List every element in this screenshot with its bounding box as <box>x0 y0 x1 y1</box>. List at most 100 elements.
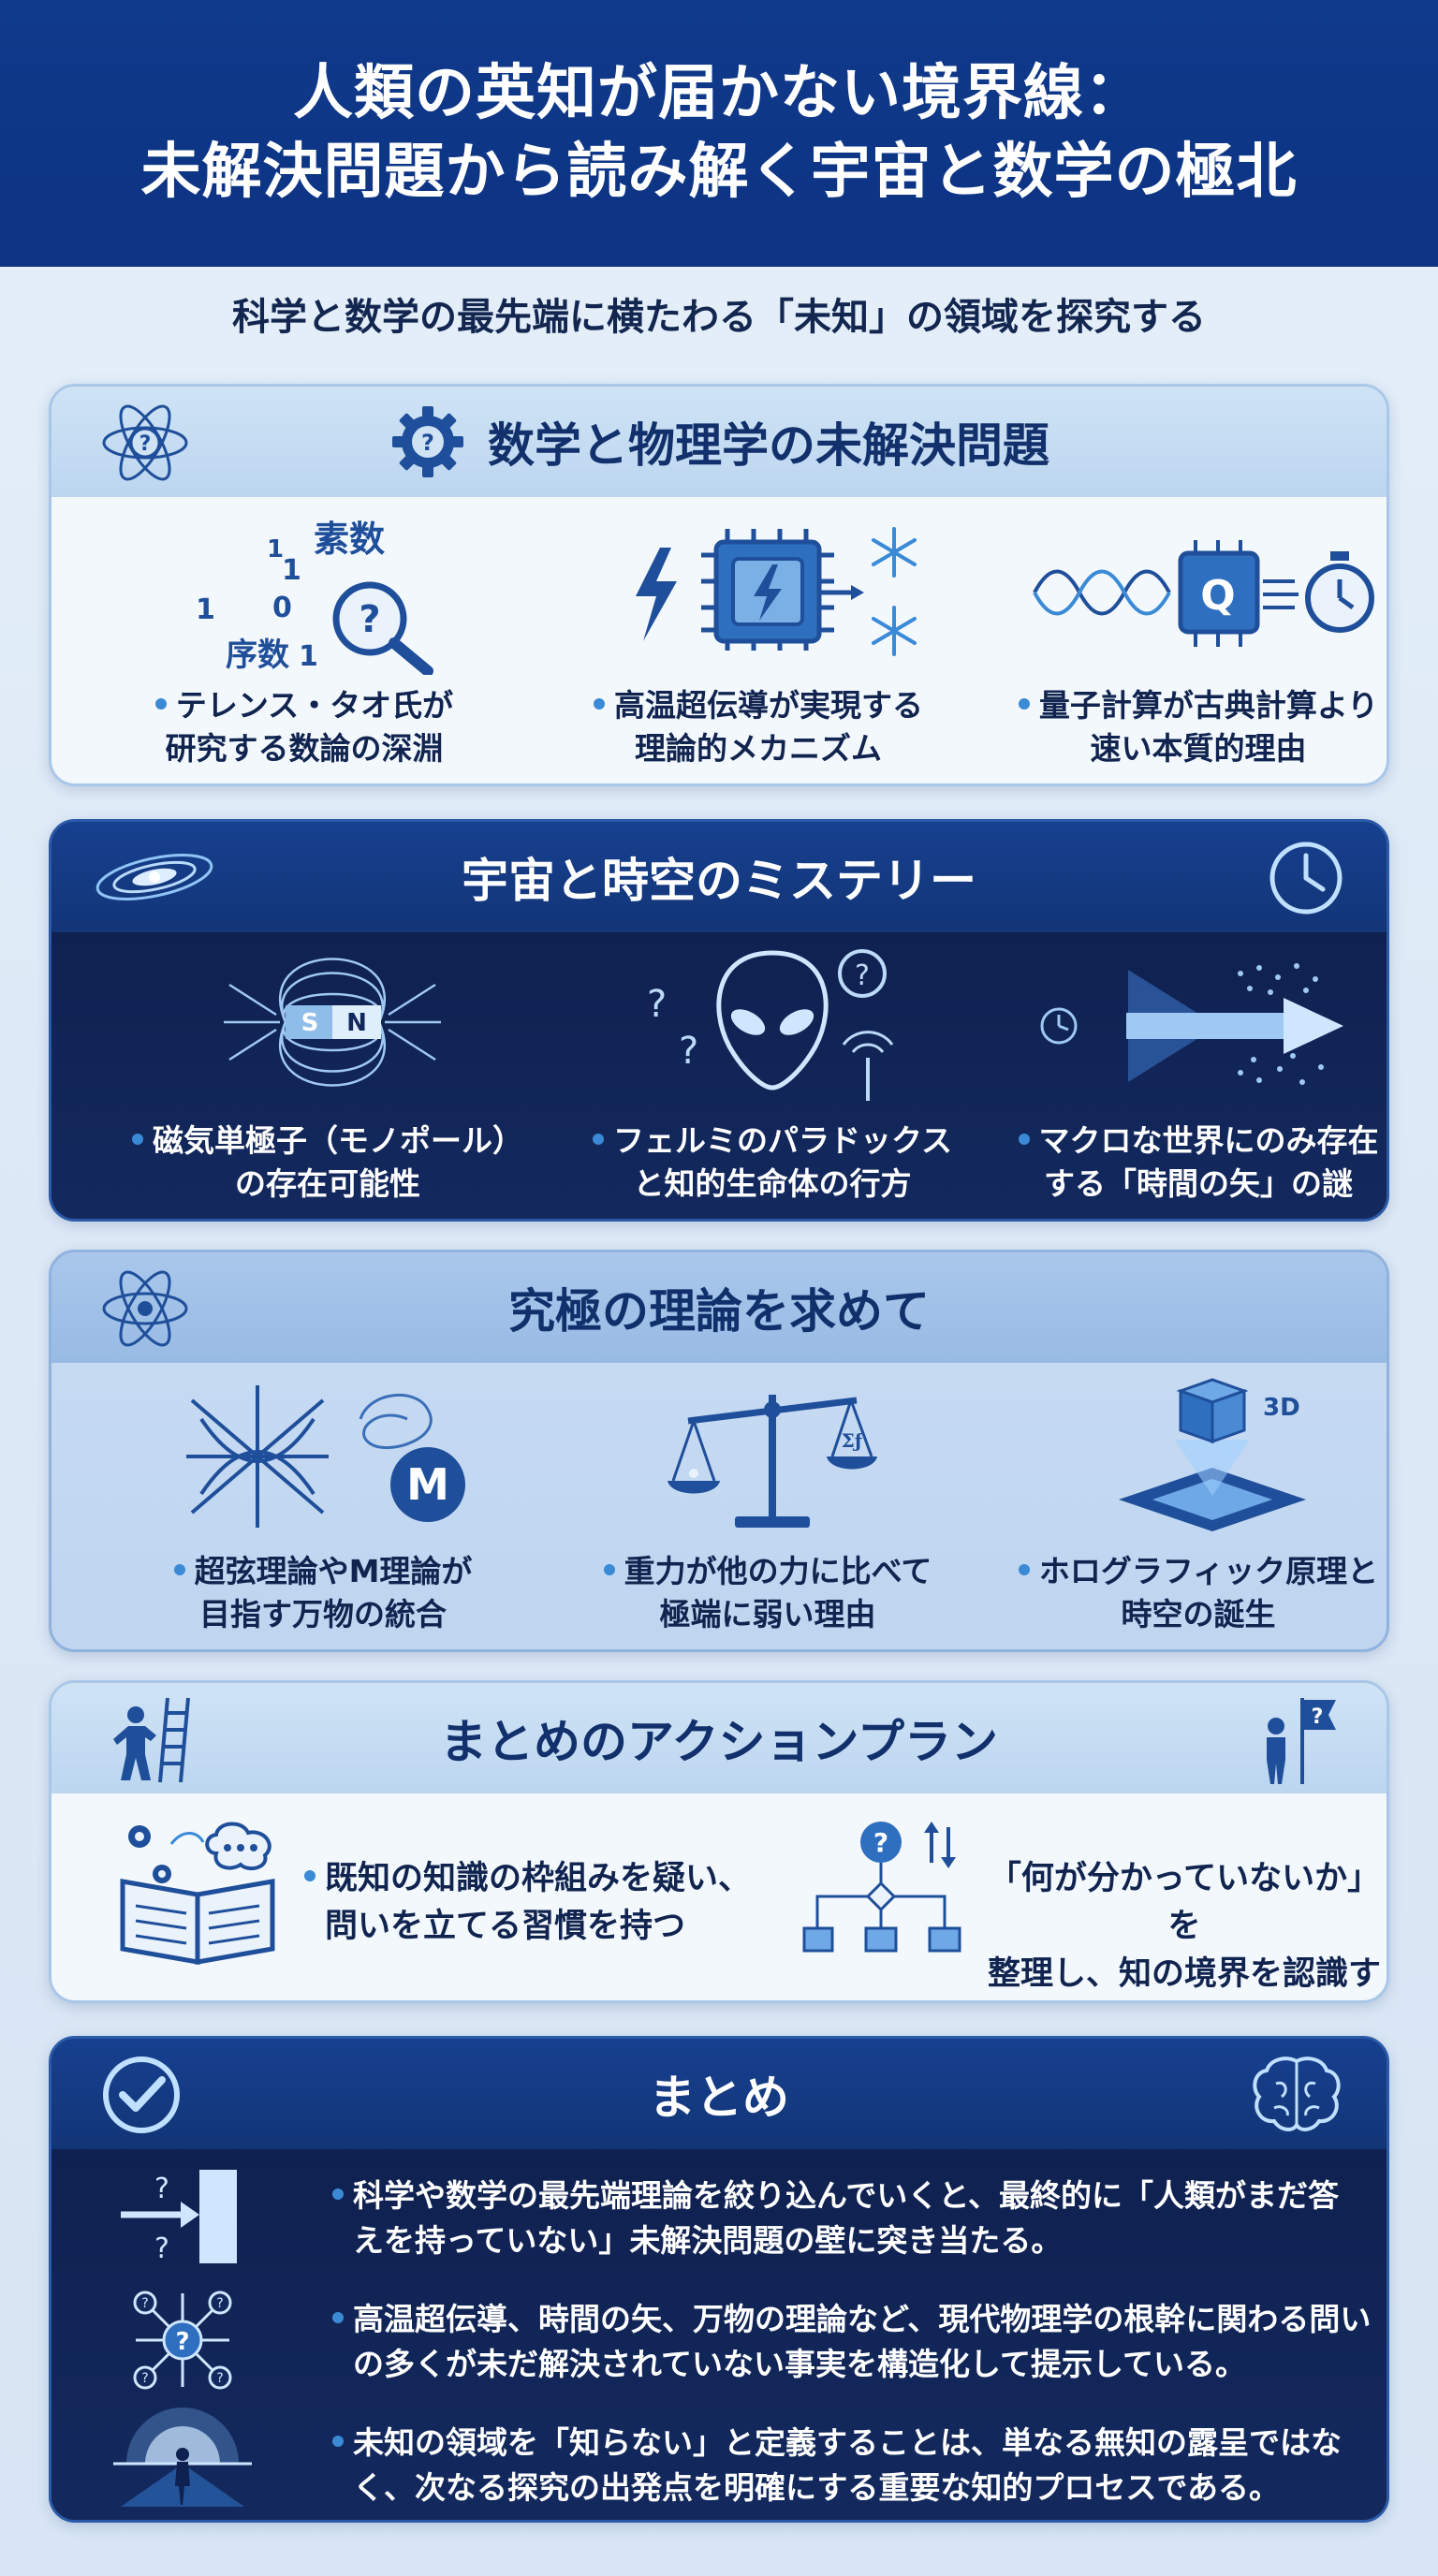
action-item: 「何が分かっていないか」を 整理し、知の境界を認識する <box>978 1855 1387 2000</box>
caption-line: 超弦理論やM理論が <box>194 1553 473 1589</box>
label-prime: 素数 <box>314 519 385 560</box>
section-math-physics: ? ? 数学と物理学の未解決問題 1 素数 1 0 1 <box>49 384 1389 786</box>
magnifier-question-icon: 1 素数 1 0 1 序数 1 ? <box>196 519 433 675</box>
summary-line: 未知の領域を「知らない」と定義することは、単なる無知の露呈ではな <box>353 2424 1342 2461</box>
caption-line: ホログラフィック原理と <box>1038 1553 1379 1589</box>
caption-line: 極端に弱い理由 <box>659 1596 876 1633</box>
svg-text:?: ? <box>154 2232 169 2265</box>
summary-item: 高温超伝導、時間の矢、万物の理論など、現代物理学の根幹に関わる問い の多くが未だ… <box>332 2297 1372 2387</box>
page-subtitle: 科学と数学の最先端に横たわる「未知」の領域を探究する <box>232 296 1206 339</box>
m-theory-label: M <box>406 1459 449 1510</box>
climber-ladder-icon <box>113 1697 190 1783</box>
action-line: 既知の知識の枠組みを疑い、 <box>325 1860 752 1897</box>
caption-line: 速い本質的理由 <box>1090 730 1307 768</box>
section-body: 1 素数 1 0 1 序数 1 ? テレンス・タオ氏が 研究する数論の深淵 <box>51 497 1387 783</box>
svg-text:?: ? <box>855 959 870 992</box>
svg-text:?: ? <box>1312 1705 1324 1729</box>
superconductor-chip-icon <box>636 527 917 656</box>
svg-text:?: ? <box>175 2328 189 2356</box>
flowchart-question-icon: ? <box>802 1822 961 1953</box>
caption-line: 量子計算が古典計算より <box>1038 687 1379 724</box>
svg-text:?: ? <box>421 430 434 456</box>
svg-text:?: ? <box>216 2296 223 2311</box>
item-caption: 量子計算が古典計算より 速い本質的理由 <box>1006 684 1387 770</box>
bullet-dot <box>1018 1563 1030 1575</box>
checkmark-icon <box>103 2056 180 2133</box>
svg-text:Σƒ: Σƒ <box>842 1429 864 1452</box>
bullet-dot <box>603 1563 615 1575</box>
gear-question-icon: ? <box>392 406 463 477</box>
summary-line: の多くが未だ解決されていない事実を構造化して提示している。 <box>353 2345 1247 2382</box>
section-header: 宇宙と時空のミステリー <box>51 822 1387 932</box>
item-caption: テレンス・タオ氏が 研究する数論の深淵 <box>126 684 482 770</box>
label-zero: 0 <box>272 592 292 624</box>
atom-icon <box>102 1270 188 1347</box>
bullet-dot <box>594 697 605 710</box>
string-theory-icon: M <box>186 1385 465 1528</box>
section-action-plan: まとめのアクションプラン ? 既知の知識の枠組みを疑い、 問いを立てる習慣を持つ <box>49 1680 1389 2003</box>
bullet-dot <box>1018 697 1030 710</box>
summary-line: 高温超伝導、時間の矢、万物の理論など、現代物理学の根幹に関わる問い <box>353 2301 1372 2337</box>
time-arrow-icon <box>1040 963 1343 1085</box>
person-flag-icon: ? <box>1267 1698 1336 1784</box>
network-question-icon: ? ???? <box>133 2291 232 2390</box>
label-ordinal: 序数 <box>226 637 289 674</box>
item-caption: 高温超伝導が実現する 理論的メカニズム <box>576 684 941 770</box>
hologram-cube-icon: 3D <box>1119 1378 1306 1531</box>
section-header: まとめのアクションプラン ? <box>51 1683 1387 1793</box>
caption-line: 磁気単極子（モノポール） <box>153 1122 523 1159</box>
magnet-s-label: S <box>301 1009 319 1037</box>
item-caption: マクロな世界にのみ存在 する「時間の矢」の謎 <box>1006 1120 1387 1206</box>
bullet-dot <box>592 1133 604 1145</box>
item-caption: 磁気単極子（モノポール） の存在可能性 <box>126 1120 529 1206</box>
section-body: ? ? 科学や数学の最先端理論を絞り込んでいくと、最終的に「人類がまだ答 えを持… <box>51 2149 1387 2520</box>
horizon-figure-icon <box>113 2408 252 2507</box>
action-line: 整理し、知の境界を認識する <box>987 1954 1381 1993</box>
section-title: まとめのアクションプラン <box>440 1715 998 1769</box>
label-ordinal-digits: 1 <box>267 535 284 564</box>
svg-text:?: ? <box>216 2371 223 2386</box>
section-title: 究極の理論を求めて <box>508 1284 930 1339</box>
svg-text:?: ? <box>154 2173 169 2205</box>
section-header: 究極の理論を求めて <box>51 1252 1387 1363</box>
section-header: ? ? 数学と物理学の未解決問題 <box>51 387 1387 497</box>
svg-text:?: ? <box>873 1827 888 1858</box>
svg-text:?: ? <box>359 598 380 641</box>
section-body: S N 磁気単極子（モノポール） の存在可能性 ? ? ? フェルミのパラドック… <box>51 932 1387 1219</box>
section-summary: まとめ ? ? 科学や数学の最先端理論を絞り込んでいくと、最終的に「人類がまだ答… <box>49 2036 1389 2523</box>
action-item: 既知の知識の枠組みを疑い、 問いを立てる習慣を持つ <box>304 1855 791 1951</box>
item-caption: フェルミのパラドックス と知的生命体の行方 <box>576 1120 969 1206</box>
summary-line: えを持っていない」未解決問題の壁に突き当たる。 <box>353 2221 1063 2259</box>
caption-line: 研究する数論の深淵 <box>165 730 444 768</box>
caption-line: テレンス・タオ氏が <box>175 687 454 724</box>
section-title: まとめ <box>649 2071 789 2125</box>
caption-line: と知的生命体の行方 <box>633 1165 912 1203</box>
label-3d: 3D <box>1263 1394 1300 1422</box>
item-caption: 超弦理論やM理論が 目指す万物の統合 <box>126 1550 520 1636</box>
bullet-dot <box>332 2188 344 2200</box>
atom-question-icon: ? <box>102 404 188 481</box>
bullet-dot <box>132 1133 143 1145</box>
galaxy-icon <box>95 854 213 900</box>
label-one-top: 1 <box>282 554 301 587</box>
page-title-line2: 未解決問題から読み解く宇宙と数学の極北 <box>140 137 1298 207</box>
bullet-dot <box>154 697 167 710</box>
bullet-dot <box>304 1870 315 1881</box>
summary-item: 未知の領域を「知らない」と定義することは、単なる無知の露呈ではな く、次なる探究… <box>332 2421 1372 2510</box>
quantum-q-label: Q <box>1200 572 1235 620</box>
section-title: 数学と物理学の未解決問題 <box>488 418 1049 473</box>
caption-line: マクロな世界にのみ存在 <box>1038 1122 1379 1159</box>
caption-line: 高温超伝導が実現する <box>614 687 923 724</box>
caption-line: 重力が他の力に比べて <box>624 1553 932 1589</box>
section-body: 既知の知識の枠組みを疑い、 問いを立てる習慣を持つ ? 「何が分かっていないか」… <box>51 1793 1387 2000</box>
section-body: M 超弦理論やM理論が 目指す万物の統合 Σƒ 重力が他の力に比べて 極端に弱い… <box>51 1363 1387 1649</box>
balance-scale-icon: Σƒ <box>668 1395 877 1528</box>
caption-line: フェルミのパラドックス <box>612 1122 952 1159</box>
summary-item: 科学や数学の最先端理論を絞り込んでいくと、最終的に「人類がまだ答 えを持っていな… <box>332 2174 1372 2263</box>
caption-line: 理論的メカニズム <box>635 730 882 768</box>
bullet-dot <box>173 1563 185 1575</box>
quantum-chip-icon: Q <box>1033 540 1374 647</box>
bullet-dot <box>332 2311 344 2323</box>
summary-line: く、次なる探究の出発点を明確にする重要な知的プロセスである。 <box>353 2468 1280 2506</box>
section-header: まとめ <box>51 2039 1387 2149</box>
